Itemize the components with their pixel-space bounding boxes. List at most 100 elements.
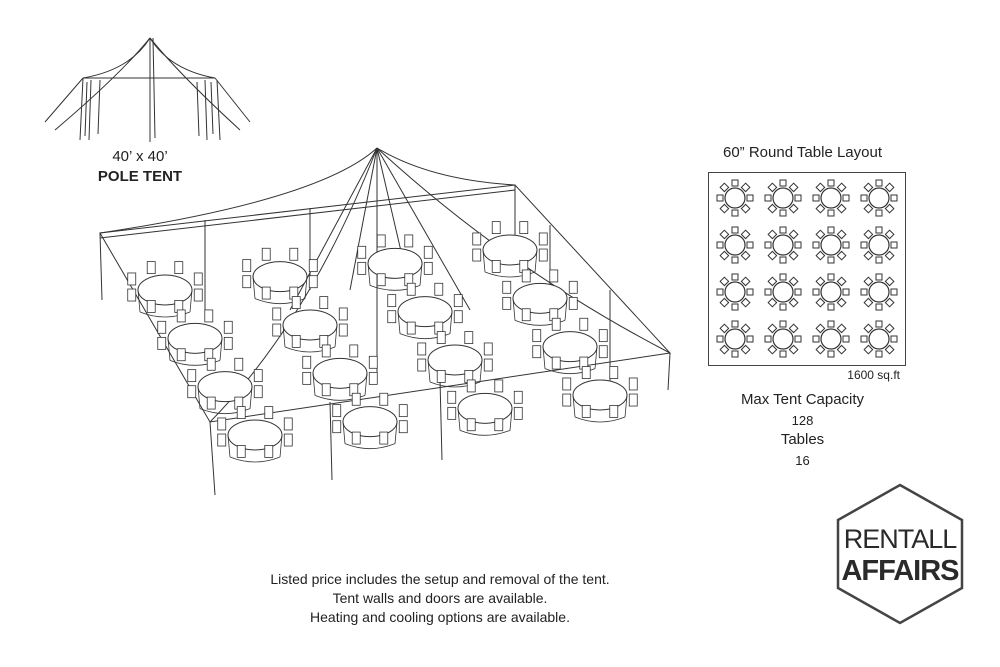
plan-table: [820, 281, 842, 303]
plan-table: [820, 187, 842, 209]
tent-table-setting: [447, 379, 523, 436]
tent-chair: [562, 393, 572, 407]
tent-table: [252, 261, 308, 293]
plan-table: [724, 328, 746, 350]
tent-chair: [193, 272, 203, 286]
small-tent-size-label: 40’ x 40’: [112, 148, 168, 165]
plan-chair: [719, 203, 730, 214]
tent-chair: [436, 331, 446, 344]
tent-chair: [513, 390, 523, 404]
tent-chair: [223, 336, 233, 350]
tent-table-setting: [127, 261, 203, 318]
plan-chair: [731, 209, 739, 217]
tent-chair: [447, 390, 457, 404]
tent-table-setting: [562, 366, 638, 423]
tent-table: [342, 406, 398, 438]
plan-chair: [875, 303, 883, 311]
tent-chair: [538, 248, 548, 262]
small-tent-name-label: POLE TENT: [97, 168, 183, 185]
plan-chair: [827, 179, 835, 187]
tent-chair: [338, 307, 348, 321]
plan-chair: [860, 335, 868, 343]
plan-chair: [860, 241, 868, 249]
plan-chair: [788, 182, 799, 193]
tent-chair: [398, 420, 408, 434]
plan-chair: [827, 256, 835, 264]
tent-chair: [453, 294, 463, 308]
plan-chair: [884, 229, 895, 240]
plan-table-setting: [812, 226, 850, 264]
tent-table-setting: [217, 406, 293, 463]
tent-chair: [398, 404, 408, 418]
plan-chair: [884, 276, 895, 287]
tent-chair: [387, 310, 397, 324]
tent-chair: [187, 385, 197, 399]
tent-chair: [351, 392, 361, 406]
plan-chair: [842, 335, 850, 343]
logo-line-1: RENTALL: [844, 524, 958, 554]
plan-chair: [788, 250, 799, 261]
tent-chair: [157, 336, 167, 350]
tent-chair: [236, 406, 246, 419]
plan-table: [868, 281, 890, 303]
plan-chair: [884, 297, 895, 308]
tent-chair: [204, 309, 214, 323]
plan-chair: [767, 344, 778, 355]
plan-table: [724, 187, 746, 209]
plan-table-setting: [860, 273, 898, 311]
plan-chair: [812, 241, 820, 249]
tent-chair: [568, 280, 578, 294]
tent-chair: [338, 323, 348, 337]
tent-chair: [157, 320, 167, 334]
plan-chair: [731, 350, 739, 358]
tent-table-setting: [357, 234, 433, 291]
tent-chair: [291, 296, 301, 309]
plan-chair: [860, 194, 868, 202]
plan-table-setting: [812, 273, 850, 311]
plan-chair: [779, 350, 787, 358]
plan-chair: [740, 229, 751, 240]
tent-table: [512, 282, 568, 314]
plan-chair: [788, 276, 799, 287]
tent-chair: [417, 358, 427, 372]
tent-chair: [579, 317, 589, 331]
plan-table-setting: [716, 320, 754, 358]
plan-chair: [764, 194, 772, 202]
tent-chair: [308, 275, 318, 289]
tent-table-setting: [417, 331, 493, 388]
tent-chair: [598, 345, 608, 359]
plan-chair: [779, 320, 787, 328]
tent-chair: [483, 358, 493, 372]
tent-chair: [406, 321, 416, 335]
plan-chair: [815, 250, 826, 261]
plan-chair: [863, 203, 874, 214]
plan-chair: [815, 203, 826, 214]
plan-chair: [740, 182, 751, 193]
plan-chair: [767, 276, 778, 287]
plan-chair: [740, 203, 751, 214]
plan-chair: [716, 241, 724, 249]
tent-chair: [466, 418, 476, 432]
plan-chair: [779, 273, 787, 281]
tent-table: [137, 274, 193, 306]
plan-table-setting: [716, 226, 754, 264]
tent-table-setting: [242, 247, 318, 305]
tent-chair: [321, 344, 331, 358]
plan-chair: [836, 250, 847, 261]
tent-chair: [423, 245, 433, 259]
plan-chair: [875, 179, 883, 187]
tent-chair: [502, 296, 512, 310]
tent-chair: [349, 344, 359, 358]
plan-chair: [863, 229, 874, 240]
tent-chair: [206, 357, 216, 371]
tent-chair: [513, 406, 523, 420]
tent-chair: [368, 355, 378, 369]
tent-chair: [302, 371, 312, 385]
plan-chair: [842, 194, 850, 202]
tent-chair: [242, 275, 252, 289]
plan-chair: [740, 297, 751, 308]
plan-chair: [890, 194, 898, 202]
tent-chair: [417, 342, 427, 356]
plan-chair: [767, 250, 778, 261]
plan-chair: [863, 250, 874, 261]
